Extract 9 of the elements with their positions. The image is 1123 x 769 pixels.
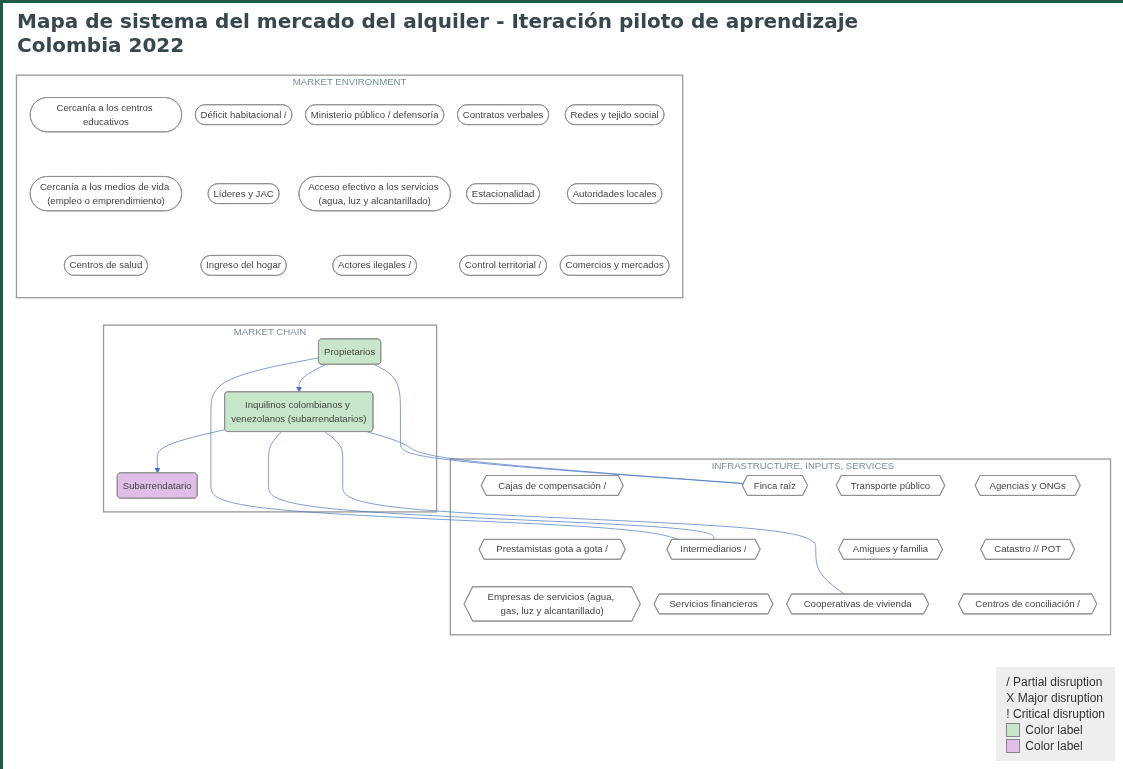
connector <box>268 431 715 541</box>
diagram-title: Mapa de sistema del mercado del alquiler - Iteración piloto de aprendizaje Colombia 2022 <box>17 9 860 57</box>
connector <box>367 431 745 484</box>
legend-text: Color label <box>1025 723 1083 737</box>
legend-text: / Partial disruption <box>1006 675 1103 689</box>
connector <box>324 431 845 595</box>
legend-text: Color label <box>1025 739 1083 753</box>
legend-text: X Major disruption <box>1006 691 1103 705</box>
legend-text: ! Critical disruption <box>1006 707 1105 721</box>
